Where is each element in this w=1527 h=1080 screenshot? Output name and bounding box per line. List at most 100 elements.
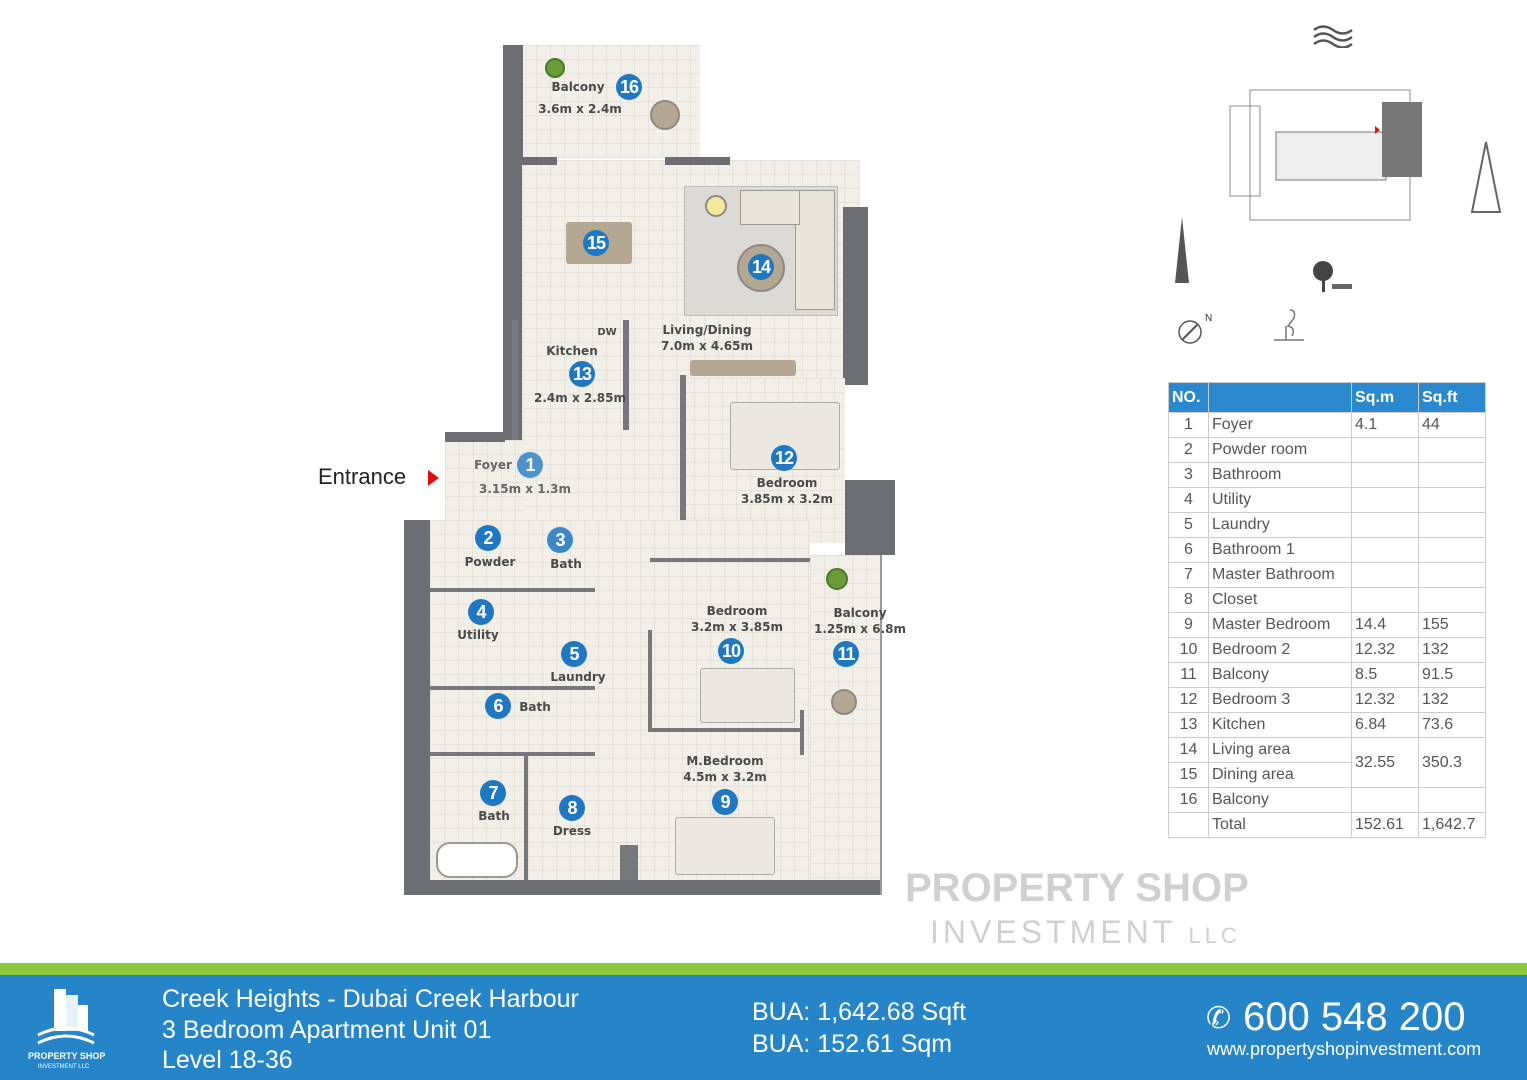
- watermark-line1: PROPERTY SHOP: [905, 866, 1249, 910]
- logo-text: PROPERTY SHOP: [28, 1051, 106, 1061]
- wall: [404, 520, 430, 895]
- table-cell: 8: [1168, 587, 1209, 613]
- wall: [648, 728, 803, 732]
- room-badge: 8: [559, 795, 585, 821]
- glass: [880, 555, 895, 895]
- dishwasher-label: DW: [597, 327, 617, 338]
- website-link[interactable]: www.propertyshopinvestment.com: [1207, 1039, 1482, 1059]
- table-cell: [1351, 512, 1419, 538]
- room-badge: 7: [480, 780, 506, 806]
- table-cell: Bedroom 3: [1208, 687, 1352, 713]
- table-cell: 12.32: [1351, 687, 1419, 713]
- room-badge: 16: [616, 74, 642, 100]
- wall: [430, 588, 595, 592]
- plant-icon: [545, 58, 565, 78]
- phone-number[interactable]: 600 548 200: [1243, 995, 1466, 1039]
- table-cell: Laundry: [1208, 512, 1352, 538]
- table-cell: [1351, 787, 1419, 813]
- bed: [700, 668, 795, 723]
- compass-icon: [1178, 320, 1202, 344]
- table-cell: 155: [1418, 612, 1486, 638]
- room-badge: 1: [517, 452, 543, 478]
- table-cell: [1418, 512, 1486, 538]
- room-name: Bedroom: [756, 476, 818, 490]
- table-cell: [1351, 437, 1419, 463]
- footer: PROPERTY SHOP INVESTMENT LLC Creek Heigh…: [0, 975, 1527, 1080]
- table-cell: 7: [1168, 562, 1209, 588]
- table-cell: Master Bedroom: [1208, 612, 1352, 638]
- table-cell: [1418, 437, 1486, 463]
- bed: [675, 817, 775, 875]
- room-name: Bath: [550, 557, 582, 571]
- col-no: NO.: [1168, 382, 1209, 413]
- project-title: Creek Heights - Dubai Creek Harbour: [162, 985, 579, 1013]
- waves-icon: [1313, 25, 1353, 48]
- room-badge: 2: [475, 525, 501, 551]
- table-cell: 132: [1418, 687, 1486, 713]
- table-cell: Total: [1208, 812, 1352, 838]
- table-cell: 350.3: [1418, 737, 1486, 788]
- north-label: N: [1205, 313, 1213, 324]
- room-dim: 3.15m x 1.3m: [479, 482, 571, 496]
- table-cell: 32.55: [1351, 737, 1419, 788]
- entrance-arrow-icon: [428, 470, 439, 486]
- room-badge: 4: [468, 599, 494, 625]
- room-name: Bath: [478, 809, 510, 823]
- table-cell: Dining area: [1208, 762, 1352, 788]
- table-cell: [1418, 587, 1486, 613]
- table-cell: [1418, 562, 1486, 588]
- wall: [524, 755, 528, 880]
- room-badge: 13: [569, 361, 595, 387]
- table-cell: 3: [1168, 462, 1209, 488]
- room-badge: 9: [712, 789, 738, 815]
- table-cell: Foyer: [1208, 412, 1352, 438]
- wall: [800, 710, 804, 755]
- balcony-table: [831, 689, 857, 715]
- table-cell: 4: [1168, 487, 1209, 513]
- room-badge: 5: [561, 641, 587, 667]
- room-badge: 3: [547, 527, 573, 553]
- table-cell: 5: [1168, 512, 1209, 538]
- room-name: Foyer: [474, 458, 512, 472]
- table-cell: Master Bathroom: [1208, 562, 1352, 588]
- table-cell: [1418, 787, 1486, 813]
- bua-sqft: BUA: 1,642.68 Sqft: [752, 998, 967, 1026]
- room-dim: 3.2m x 3.85m: [691, 620, 783, 634]
- table-cell: Utility: [1208, 487, 1352, 513]
- room-badge: 14: [748, 254, 774, 280]
- table-cell: 6.84: [1351, 712, 1419, 738]
- table-cell: [1418, 487, 1486, 513]
- watermark-line2: INVESTMENT LLC: [930, 914, 1241, 951]
- room-dim: 2.4m x 2.85m: [534, 391, 626, 405]
- table-cell: 6: [1168, 537, 1209, 563]
- room-badge: 15: [583, 230, 609, 256]
- table-cell: 8.5: [1351, 662, 1419, 688]
- room-dim: 4.5m x 3.2m: [683, 770, 767, 784]
- table-cell: Bedroom 2: [1208, 637, 1352, 663]
- table-cell: Kitchen: [1208, 712, 1352, 738]
- level-label: Level 18-36: [162, 1046, 293, 1074]
- table-cell: Bathroom: [1208, 462, 1352, 488]
- wall: [404, 880, 895, 895]
- wall: [430, 686, 595, 690]
- table-cell: 16: [1168, 787, 1209, 813]
- table-cell: 9: [1168, 612, 1209, 638]
- table-cell: Living area: [1208, 737, 1352, 763]
- table-cell: [1351, 562, 1419, 588]
- flamingo-icon: [1274, 309, 1304, 341]
- table-cell: Closet: [1208, 587, 1352, 613]
- wall: [845, 480, 895, 555]
- wall: [680, 375, 686, 545]
- col-sqm: Sq.m: [1351, 382, 1419, 413]
- table-cell: [1351, 487, 1419, 513]
- wall: [445, 432, 505, 442]
